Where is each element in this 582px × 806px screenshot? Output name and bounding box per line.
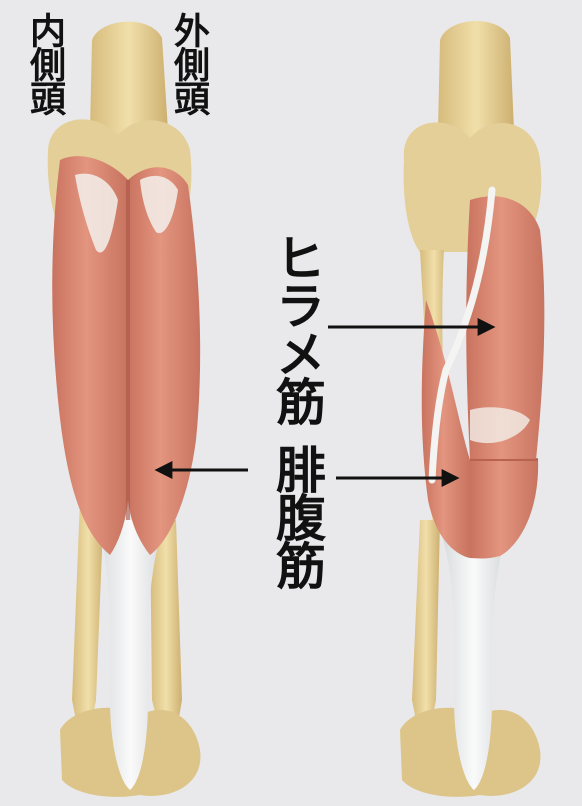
soleus-label: ヒラメ筋 [272,232,322,424]
right-gastrocnemius-lower [470,458,538,559]
left-leg-illustration [48,22,201,797]
right-leg-illustration [400,21,544,797]
medial-head-label: 内側頭 [26,12,62,114]
lateral-head-label: 外側頭 [170,12,206,114]
gastrocnemius-label: 腓腹筋 [272,444,322,588]
